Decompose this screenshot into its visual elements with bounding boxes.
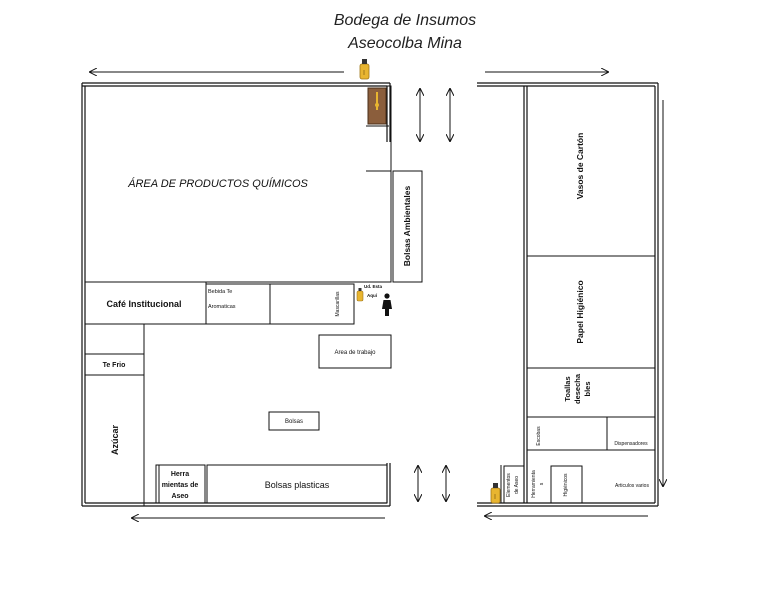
cafe-label: Café Institucional — [106, 299, 181, 309]
chemical-cabinet — [366, 87, 389, 127]
mascarillas-label: Mascarillas — [335, 291, 341, 317]
circulation-arrows — [90, 72, 663, 518]
bolsas-area: Bolsas — [268, 411, 320, 431]
you-are-here-marker: Ud. Esta Aquí — [356, 284, 392, 316]
papel-label: Papel Higiénico — [575, 280, 585, 343]
bolsas-ambientales-area: Bolsas Ambientales — [392, 170, 423, 283]
herramientas-r-label-1: Herramienta — [531, 470, 537, 498]
quimicos-label: ÁREA DE PRODUCTOS QUÍMICOS — [127, 177, 308, 190]
vasos-label: Vasos de Cartón — [575, 133, 585, 200]
herramientas-aseo-area: Herra mientas de Aseo — [155, 464, 206, 504]
bolsas-ambientales-label: Bolsas Ambientales — [402, 185, 412, 266]
elementos-label-2: de Aseo — [514, 476, 520, 494]
mascarillas-area: Mascarillas — [269, 283, 355, 325]
escobas-dispensadores-area — [526, 416, 656, 451]
quimicos-area: ÁREA DE PRODUCTOS QUÍMICOS — [84, 85, 392, 283]
bebida-te-area: Bebida Te Aromaticas — [205, 283, 271, 325]
papel-area: Papel Higiénico — [527, 280, 655, 369]
toallas-label-2: desecha — [573, 373, 582, 404]
toallas-label-3: bles — [583, 381, 592, 396]
ud-esta-label-2: Aquí — [367, 293, 378, 298]
bolsas-plasticas-area: Bolsas plasticas — [206, 464, 388, 504]
azucar-label: Azúcar — [110, 425, 120, 456]
vasos-area: Vasos de Cartón — [527, 133, 655, 257]
fire-extinguisher-icon — [359, 59, 370, 80]
person-icon — [382, 293, 392, 316]
azucar-area: Azúcar — [85, 324, 145, 506]
bebida-te-label-2: Aromaticas — [208, 304, 236, 310]
toallas-label-1: Toallas — [563, 376, 572, 401]
higienicos-label: Higiénicos — [563, 473, 569, 497]
herramientas-r-label-2: s — [539, 482, 545, 485]
cafe-area: Café Institucional — [84, 281, 207, 325]
plan-title-line2: Aseocolba Mina — [347, 35, 462, 52]
fire-extinguisher-icon — [356, 288, 364, 302]
bottom-right-shelves — [500, 465, 583, 504]
herramientas-label-1: Herra — [171, 471, 189, 478]
herramientas-label-2: mientas de — [162, 482, 199, 489]
herramientas-label-3: Aseo — [171, 493, 188, 500]
bolsas-label: Bolsas — [285, 419, 303, 425]
articulos-label: Articulos varios — [615, 483, 649, 489]
toallas-area: Toallas desecha bles — [563, 373, 592, 404]
ud-esta-label-1: Ud. Esta — [364, 284, 383, 289]
area-trabajo-label: Area de trabajo — [334, 350, 376, 356]
bebida-te-label-1: Bebida Te — [208, 289, 232, 295]
escobas-label: Escobas — [536, 426, 542, 446]
plan-title-line1: Bodega de Insumos — [334, 12, 476, 29]
bolsas-plasticas-label: Bolsas plasticas — [265, 480, 330, 490]
te-frio-label: Te Frio — [103, 362, 126, 369]
elementos-label-1: Elementos — [506, 473, 512, 497]
fire-extinguisher-icon — [490, 483, 501, 504]
dispensadores-label: Dispensadores — [614, 441, 648, 447]
te-frio-area: Te Frio — [84, 353, 145, 376]
area-trabajo: Area de trabajo — [318, 334, 392, 369]
